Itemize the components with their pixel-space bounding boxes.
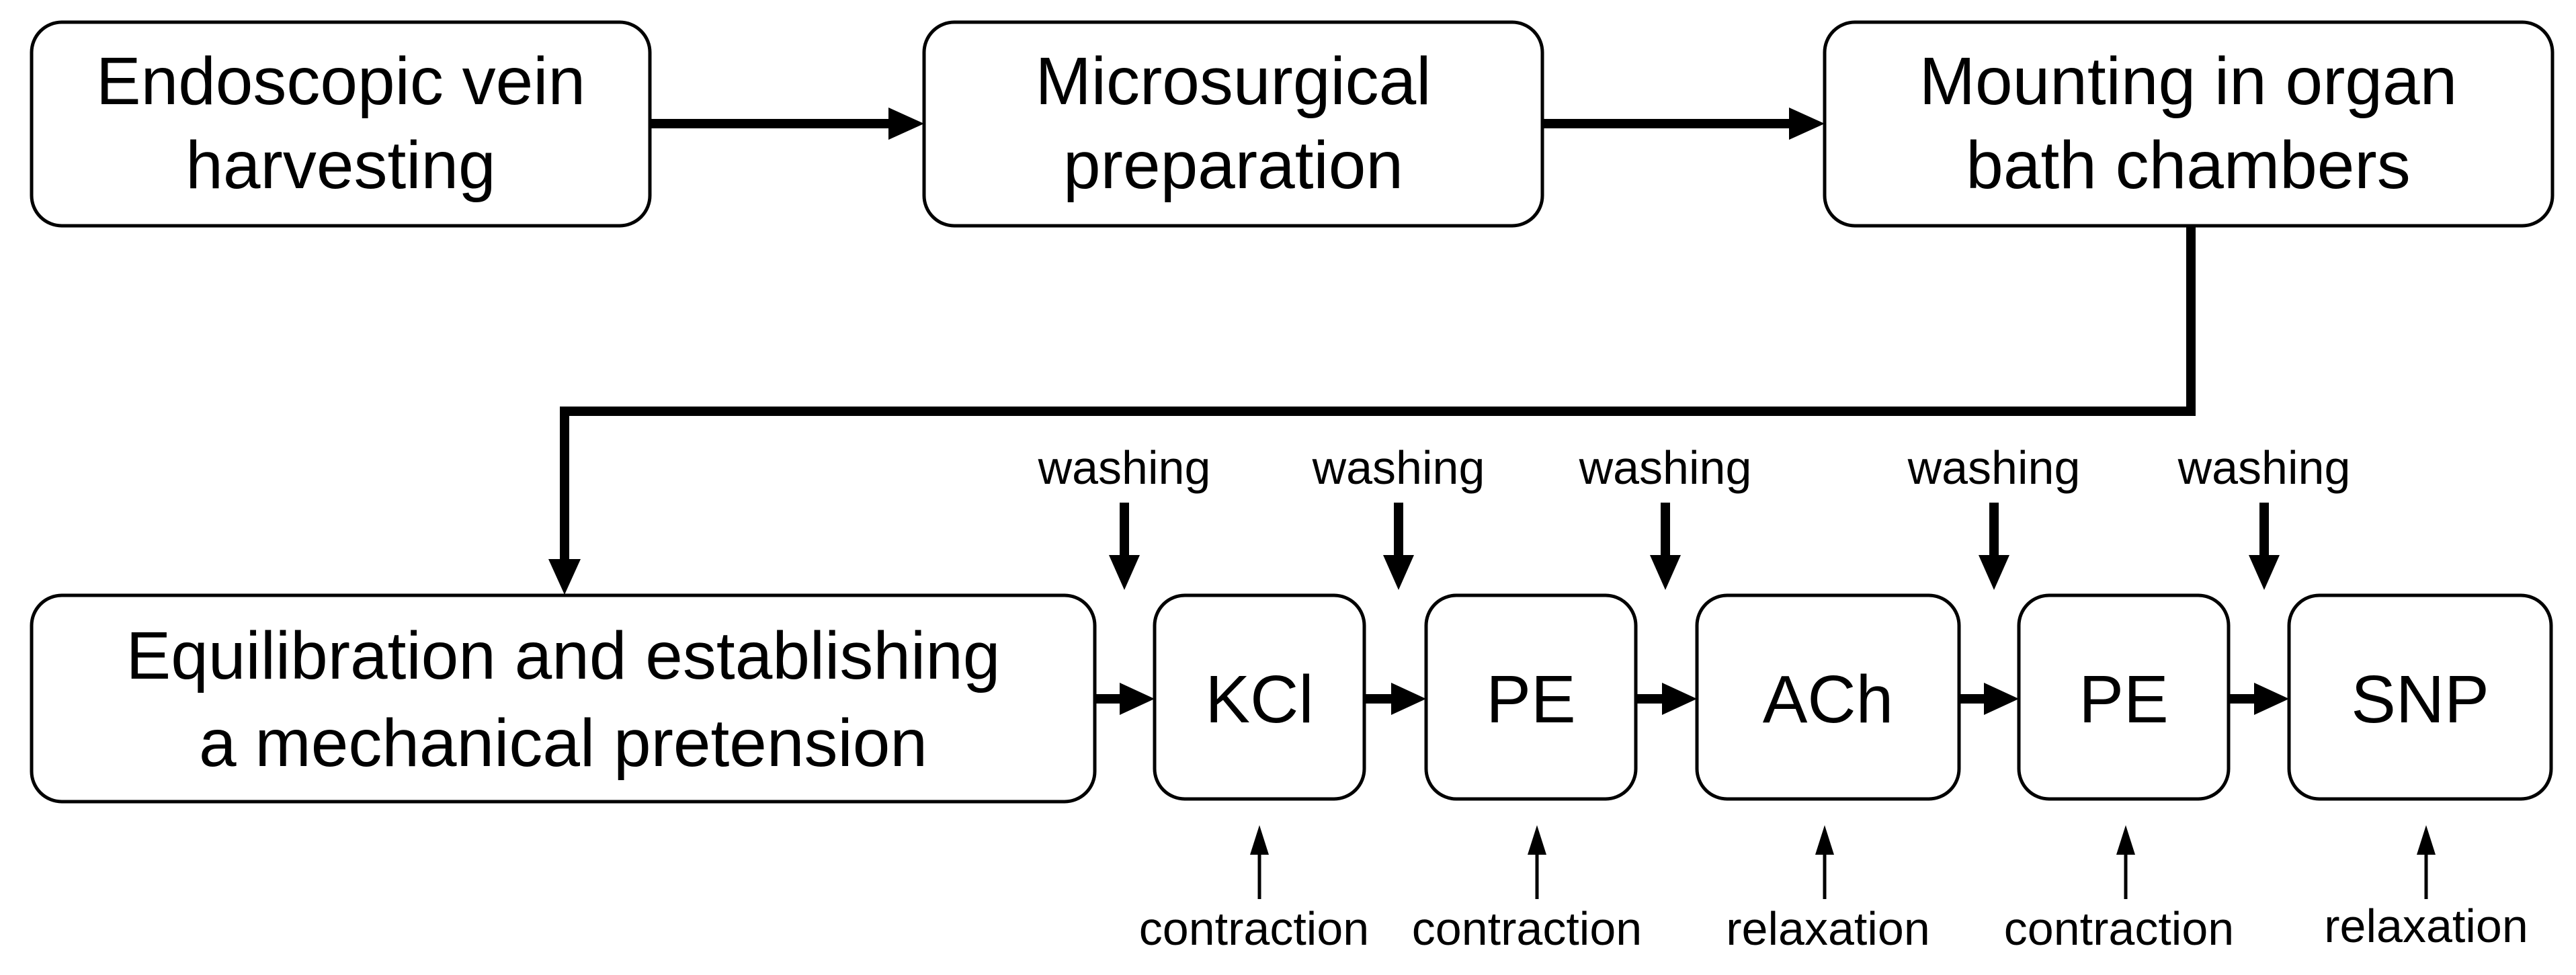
arrow-step1-to-step2 [650,108,924,140]
drug-step-box: SNP [2287,593,2553,801]
step-label-line: Endoscopic vein [96,44,585,119]
drug-step-label: PE [2079,662,2168,737]
step-label-line: harvesting [185,128,495,203]
drug-step-box: PE [2017,593,2231,801]
arrow-into-step-snp [2229,683,2289,715]
washing-label: washing [1312,441,1485,494]
drug-step-label: SNP [2351,662,2489,737]
washing-label-group: washing [1907,441,2081,590]
arrow-into-step-pe [1364,683,1426,715]
effect-label-group: relaxation [2324,825,2528,952]
washing-label-group: washing [1038,441,1211,590]
step-label-line: Equilibration and establishing [126,618,1001,693]
washing-label: washing [1579,441,1752,494]
effect-label: contraction [1139,902,1369,955]
drug-step-label: PE [1486,662,1575,737]
arrow-into-step-ach [1636,683,1697,715]
drug-step-box: KCl [1153,593,1366,801]
drug-step-box: ACh [1695,593,1961,801]
effect-label: contraction [2004,902,2234,955]
step-box-vein-harvesting: Endoscopic vein harvesting [30,20,652,228]
washing-label: washing [2177,441,2351,494]
step-label-line: Microsurgical [1035,44,1431,119]
step-label-line: bath chambers [1966,128,2410,203]
washing-label-group: washing [1312,441,1485,590]
washing-label: washing [1907,441,2081,494]
arrow-into-step-pe [1959,683,2019,715]
effect-label-group: relaxation [1726,825,1930,955]
arrow-step3-to-equilibration [548,226,2196,595]
drug-step-label: ACh [1763,662,1894,737]
effect-label-group: contraction [1412,825,1642,955]
washing-label-group: washing [1579,441,1752,590]
step-label-line: a mechanical pretension [199,706,927,781]
arrow-step2-to-step3 [1542,108,1825,140]
washing-label-group: washing [2177,441,2351,590]
step-box-mounting-organ-bath: Mounting in organ bath chambers [1823,20,2554,228]
step-label-line: Mounting in organ [1919,44,2458,119]
arrow-into-step-kcl [1095,683,1155,715]
step-box-microsurgical-preparation: Microsurgical preparation [922,20,1544,228]
effect-label-group: contraction [1139,825,1369,955]
step-box-equilibration: Equilibration and establishing a mechani… [30,593,1097,804]
effect-label: relaxation [2324,900,2528,952]
effect-label: contraction [1412,902,1642,955]
step-label-line: preparation [1063,128,1403,203]
effect-label-group: contraction [2004,825,2234,955]
drug-step-box: PE [1424,593,1638,801]
washing-label: washing [1038,441,1211,494]
effect-label: relaxation [1726,902,1930,955]
drug-step-label: KCl [1205,662,1313,737]
